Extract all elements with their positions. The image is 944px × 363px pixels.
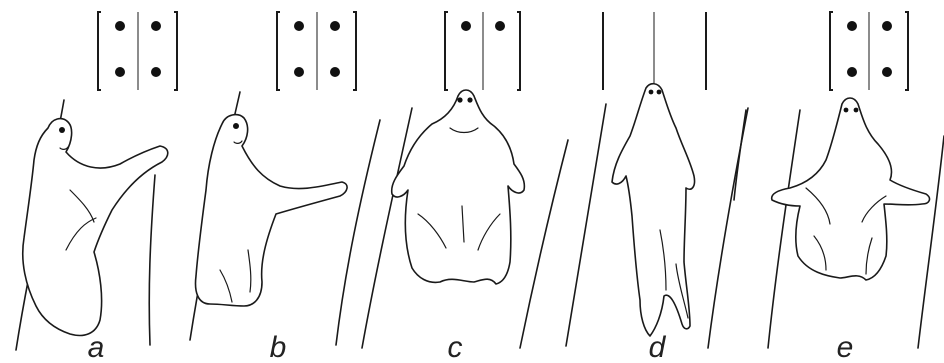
climbing-surface-line — [708, 108, 748, 348]
eye — [233, 123, 239, 129]
panel-label-d: d — [649, 331, 667, 363]
foot-contact-dot — [847, 21, 857, 31]
climbing-surface-line — [918, 136, 944, 348]
contact-schematic-d — [603, 12, 706, 90]
contact-schematic-b — [277, 12, 356, 90]
foot-contact-dot — [151, 67, 161, 77]
foot-contact-dot — [151, 21, 161, 31]
contact-schematic-c — [445, 12, 520, 90]
foot-contact-dot — [330, 21, 340, 31]
foot-contact-dot — [847, 67, 857, 77]
climbing-surface-line — [520, 140, 568, 348]
climbing-surface-line — [734, 110, 746, 200]
panel-label-a: a — [88, 331, 105, 363]
climbing-surface-line — [362, 108, 412, 348]
climbing-surface-line — [566, 104, 606, 346]
schematic-left-bracket — [445, 12, 448, 90]
animal-silhouette-b — [196, 115, 348, 306]
foot-contact-dot — [495, 21, 505, 31]
schematic-right-bracket — [174, 12, 177, 90]
schematic-left-bracket — [830, 12, 833, 90]
panel-e: e — [734, 12, 944, 363]
foot-contact-dot — [461, 21, 471, 31]
foot-contact-dot — [882, 67, 892, 77]
eye — [657, 90, 662, 95]
panel-a: a — [16, 12, 177, 363]
eye — [457, 97, 462, 102]
eye — [467, 97, 472, 102]
contact-schematic-a — [98, 12, 177, 90]
schematic-left-bracket — [98, 12, 101, 90]
animal-silhouette-e — [772, 98, 930, 280]
panel-b: b — [190, 12, 380, 363]
foot-contact-dot — [882, 21, 892, 31]
schematic-right-bracket — [905, 12, 908, 90]
schematic-left-bracket — [277, 12, 280, 90]
animal-silhouette-a — [23, 119, 168, 336]
schematic-right-bracket — [517, 12, 520, 90]
panel-label-b: b — [270, 331, 287, 363]
eye — [844, 108, 849, 113]
foot-contact-dot — [294, 21, 304, 31]
foot-contact-dot — [330, 67, 340, 77]
climbing-surface-line — [768, 110, 800, 348]
animal-silhouette-d — [612, 84, 695, 336]
schematic-right-bracket — [353, 12, 356, 90]
contact-schematic-e — [830, 12, 908, 90]
foot-contact-dot — [115, 21, 125, 31]
climbing-surface-line — [149, 175, 155, 345]
climbing-surface-line — [336, 120, 380, 345]
eye — [59, 127, 65, 133]
panel-d: d — [566, 12, 748, 363]
panel-label-c: c — [448, 331, 463, 363]
eye — [649, 90, 654, 95]
eye — [854, 108, 859, 113]
foot-contact-dot — [115, 67, 125, 77]
foot-contact-dot — [294, 67, 304, 77]
panel-label-e: e — [837, 331, 854, 363]
animal-silhouette-c — [392, 90, 525, 284]
panel-c: c — [362, 12, 568, 363]
